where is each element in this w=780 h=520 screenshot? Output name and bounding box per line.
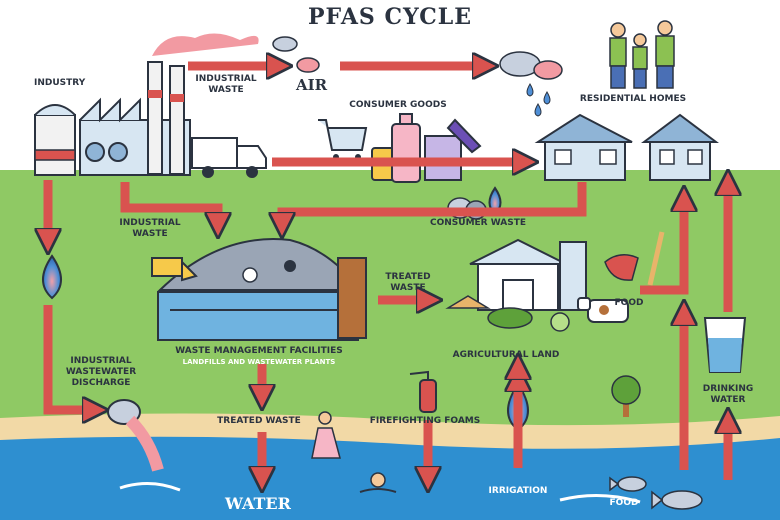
label-treated-waste-mid-line1: TREATED xyxy=(385,272,431,282)
label-industrial-waste-mid-line2: WASTE xyxy=(132,229,168,239)
label-landfills-wastewater: LANDFILLS AND WASTEWATER PLANTS xyxy=(182,358,336,366)
storage-tank-icon xyxy=(34,104,76,176)
label-drinking-water: DRINKING WATER xyxy=(692,384,764,406)
label-industrial-wastewater-line1: INDUSTRIAL xyxy=(70,356,132,366)
label-agricultural-land: AGRICULTURAL LAND xyxy=(452,350,560,360)
label-consumer-waste: CONSUMER WASTE xyxy=(429,218,526,228)
cow-icon xyxy=(577,297,629,323)
label-waste-management: WASTE MANAGEMENT FACILITIES xyxy=(175,346,343,356)
label-industrial-waste-mid: INDUSTRIAL WASTE xyxy=(110,218,190,240)
arrow-wastewater-to-pipe xyxy=(43,305,98,410)
cloud-icon xyxy=(272,36,563,80)
label-industrial-wastewater-line2: WASTEWATER xyxy=(65,367,137,377)
water-glass-icon xyxy=(703,317,747,373)
smokestack-icon xyxy=(147,33,259,175)
label-water: WATER xyxy=(225,494,291,513)
vegetables-icon xyxy=(445,295,570,332)
label-industrial-waste-top: INDUSTRIAL WASTE xyxy=(186,74,266,96)
label-residential-homes: RESIDENTIAL HOMES xyxy=(579,94,687,104)
label-industrial-waste-mid-line1: INDUSTRIAL xyxy=(119,218,181,228)
sea-area xyxy=(0,436,780,520)
label-firefighting-foams: FIREFIGHTING FOAMS xyxy=(369,416,481,426)
wheat-icon xyxy=(647,231,665,286)
label-industrial-wastewater-line3: DISCHARGE xyxy=(71,378,131,388)
flow-arrows xyxy=(48,66,728,482)
label-treated-waste-low: TREATED WASTE xyxy=(217,416,301,426)
label-food-land: FOOD xyxy=(614,298,644,308)
bottle-icon xyxy=(371,113,421,183)
label-industrial-waste-top-line2: WASTE xyxy=(208,85,244,95)
label-air: AIR xyxy=(296,76,328,94)
house-icon xyxy=(534,113,719,181)
fish-icon xyxy=(609,476,703,510)
swimmer-icon xyxy=(311,411,397,493)
arrow-food-to-homes xyxy=(640,196,684,295)
bulldozer-icon xyxy=(151,257,198,282)
shopping-cart-icon xyxy=(318,119,368,160)
family-icon xyxy=(609,20,675,89)
label-drinking-water-line2: WATER xyxy=(710,395,746,405)
arrow-industrial-waste-to-landfill xyxy=(120,182,218,228)
wastewater-tank-icon xyxy=(157,257,367,341)
label-treated-waste-mid-line2: WASTE xyxy=(390,283,426,293)
label-treated-waste-mid: TREATED WASTE xyxy=(378,272,438,294)
label-food-sea: FOOD xyxy=(609,498,639,508)
label-consumer-goods: CONSUMER GOODS xyxy=(349,100,447,110)
tree-icon xyxy=(611,375,641,417)
label-irrigation: IRRIGATION xyxy=(488,486,548,496)
fire-extinguisher-icon xyxy=(409,370,437,413)
page-title: PFAS CYCLE xyxy=(307,4,473,30)
barn-icon xyxy=(469,238,567,311)
label-industrial-waste-top-line1: INDUSTRIAL xyxy=(195,74,257,84)
label-drinking-water-line1: DRINKING xyxy=(702,384,754,394)
truck-icon xyxy=(191,137,267,178)
rain-drop-icon xyxy=(526,83,551,117)
meat-icon xyxy=(604,254,639,281)
label-industry: INDUSTRY xyxy=(34,78,86,88)
label-industrial-wastewater: INDUSTRIAL WASTEWATER DISCHARGE xyxy=(56,356,146,389)
arrow-consumer-waste-to-landfill xyxy=(282,182,587,228)
